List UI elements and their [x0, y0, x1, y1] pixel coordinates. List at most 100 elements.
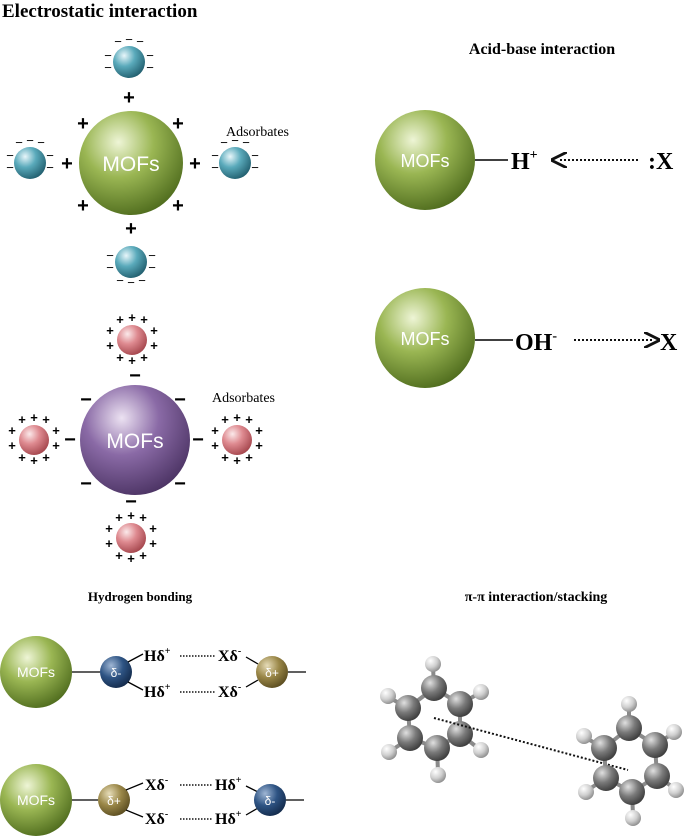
x-delta-base: Xδ — [218, 684, 238, 701]
mof-label: MOFs — [401, 151, 450, 171]
charge-plus: + — [140, 350, 148, 365]
charge-plus: + — [42, 450, 50, 465]
charge-plus: + — [116, 350, 124, 365]
stacking-line — [433, 717, 629, 771]
charge-minus: − — [242, 135, 250, 150]
x-delta-base: Xδ — [218, 648, 238, 665]
x-delta-minus: Xδ- — [218, 682, 241, 701]
charge-minus: − — [136, 34, 144, 49]
charge-minus: − — [125, 491, 137, 513]
mof-sphere-green — [0, 636, 72, 708]
charge-plus: + — [77, 113, 89, 135]
charge-plus: + — [123, 87, 135, 109]
acid-base-title: Acid-base interaction — [469, 41, 615, 58]
charge-plus: + — [150, 338, 158, 353]
h-delta-sup: + — [165, 682, 171, 693]
adsorbates-label: Adsorbates — [226, 125, 289, 140]
charge-minus: − — [46, 160, 54, 175]
charge-plus: + — [233, 453, 241, 468]
h-delta-sup: + — [165, 646, 171, 657]
charge-plus: + — [115, 548, 123, 563]
x-delta-base: Xδ — [145, 811, 165, 828]
charge-plus: + — [245, 450, 253, 465]
charge-minus: − — [174, 473, 186, 495]
charge-minus: − — [148, 260, 156, 275]
charge-plus: + — [189, 153, 201, 175]
charge-minus: − — [46, 148, 54, 163]
cation-adsorbate: + + + + + + + + + + — [106, 310, 158, 368]
charge-plus: + — [30, 453, 38, 468]
x-delta-sup: - — [165, 809, 168, 820]
x-delta-minus: Xδ- — [145, 775, 168, 794]
charge-plus: + — [140, 312, 148, 327]
electrostatic-title: Electrostatic interaction — [2, 1, 198, 22]
charge-plus: + — [128, 353, 136, 368]
x-delta-base: Xδ — [145, 777, 165, 794]
charge-plus: + — [149, 536, 157, 551]
h-delta-base: Hδ — [215, 777, 236, 794]
mof-label: MOFs — [401, 329, 450, 349]
charge-plus: + — [127, 551, 135, 566]
charge-plus: + — [172, 113, 184, 135]
charge-plus: + — [211, 438, 219, 453]
charge-minus: − — [231, 133, 239, 148]
h-delta-plus: Hδ+ — [215, 775, 242, 794]
carbon-atom — [395, 695, 421, 721]
bond-line — [245, 656, 259, 665]
proton-sup: + — [530, 148, 538, 163]
bond-line — [245, 785, 259, 793]
delta-plus-label: δ+ — [265, 666, 279, 680]
charge-plus: + — [105, 536, 113, 551]
bond-line — [125, 782, 144, 791]
charge-plus: + — [8, 423, 16, 438]
delta-plus-label: δ+ — [107, 794, 121, 808]
charge-plus: + — [221, 412, 229, 427]
delta-minus-atom — [254, 784, 286, 816]
hydrogen-atom — [576, 728, 592, 744]
hydrogen-atom — [381, 744, 397, 760]
charge-plus: + — [139, 548, 147, 563]
charge-plus: + — [149, 521, 157, 536]
mof-label: MOFs — [106, 430, 163, 453]
x-label: X — [660, 330, 678, 356]
anion-adsorbate: − − − − − − − — [6, 133, 54, 179]
charge-plus: + — [115, 510, 123, 525]
charge-plus: + — [106, 323, 114, 338]
hydrogen-title: Hydrogen bonding — [88, 589, 193, 604]
charge-minus: − — [146, 60, 154, 75]
anion-adsorbate: − − − − − − − — [104, 32, 154, 78]
charge-plus: + — [139, 510, 147, 525]
hydrogen-atom — [473, 684, 489, 700]
charge-minus: − — [80, 389, 92, 411]
delta-plus-atom — [98, 784, 130, 816]
charge-minus: − — [146, 48, 154, 63]
charge-plus: + — [172, 195, 184, 217]
mof-sphere-green — [79, 111, 183, 215]
charge-minus: − — [127, 275, 135, 290]
h-delta-base: Hδ — [144, 648, 165, 665]
charge-plus: + — [150, 323, 158, 338]
carbon-atom — [619, 779, 645, 805]
proton-base: H — [511, 149, 530, 175]
mof-sphere-green — [0, 764, 72, 836]
charge-minus: − — [251, 160, 259, 175]
adsorbates-label: Adsorbates — [212, 391, 275, 406]
mof-label: MOFs — [102, 153, 159, 176]
charge-plus: + — [8, 438, 16, 453]
charge-minus: − — [64, 429, 76, 451]
hydrogen-atom — [578, 784, 594, 800]
charge-plus: + — [52, 423, 60, 438]
cation-adsorbate: + + + + + + + + + + — [211, 410, 263, 468]
hydroxide-base: OH — [515, 330, 553, 356]
charge-plus: + — [255, 438, 263, 453]
charge-plus: + — [211, 423, 219, 438]
charge-plus: + — [77, 195, 89, 217]
h-delta-plus: Hδ+ — [144, 682, 171, 701]
charge-minus: − — [104, 60, 112, 75]
charge-minus: − — [26, 133, 34, 148]
charge-plus: + — [18, 412, 26, 427]
mof-label: MOFs — [17, 792, 55, 808]
charge-minus: − — [174, 389, 186, 411]
hydrogen-atom — [625, 810, 641, 826]
